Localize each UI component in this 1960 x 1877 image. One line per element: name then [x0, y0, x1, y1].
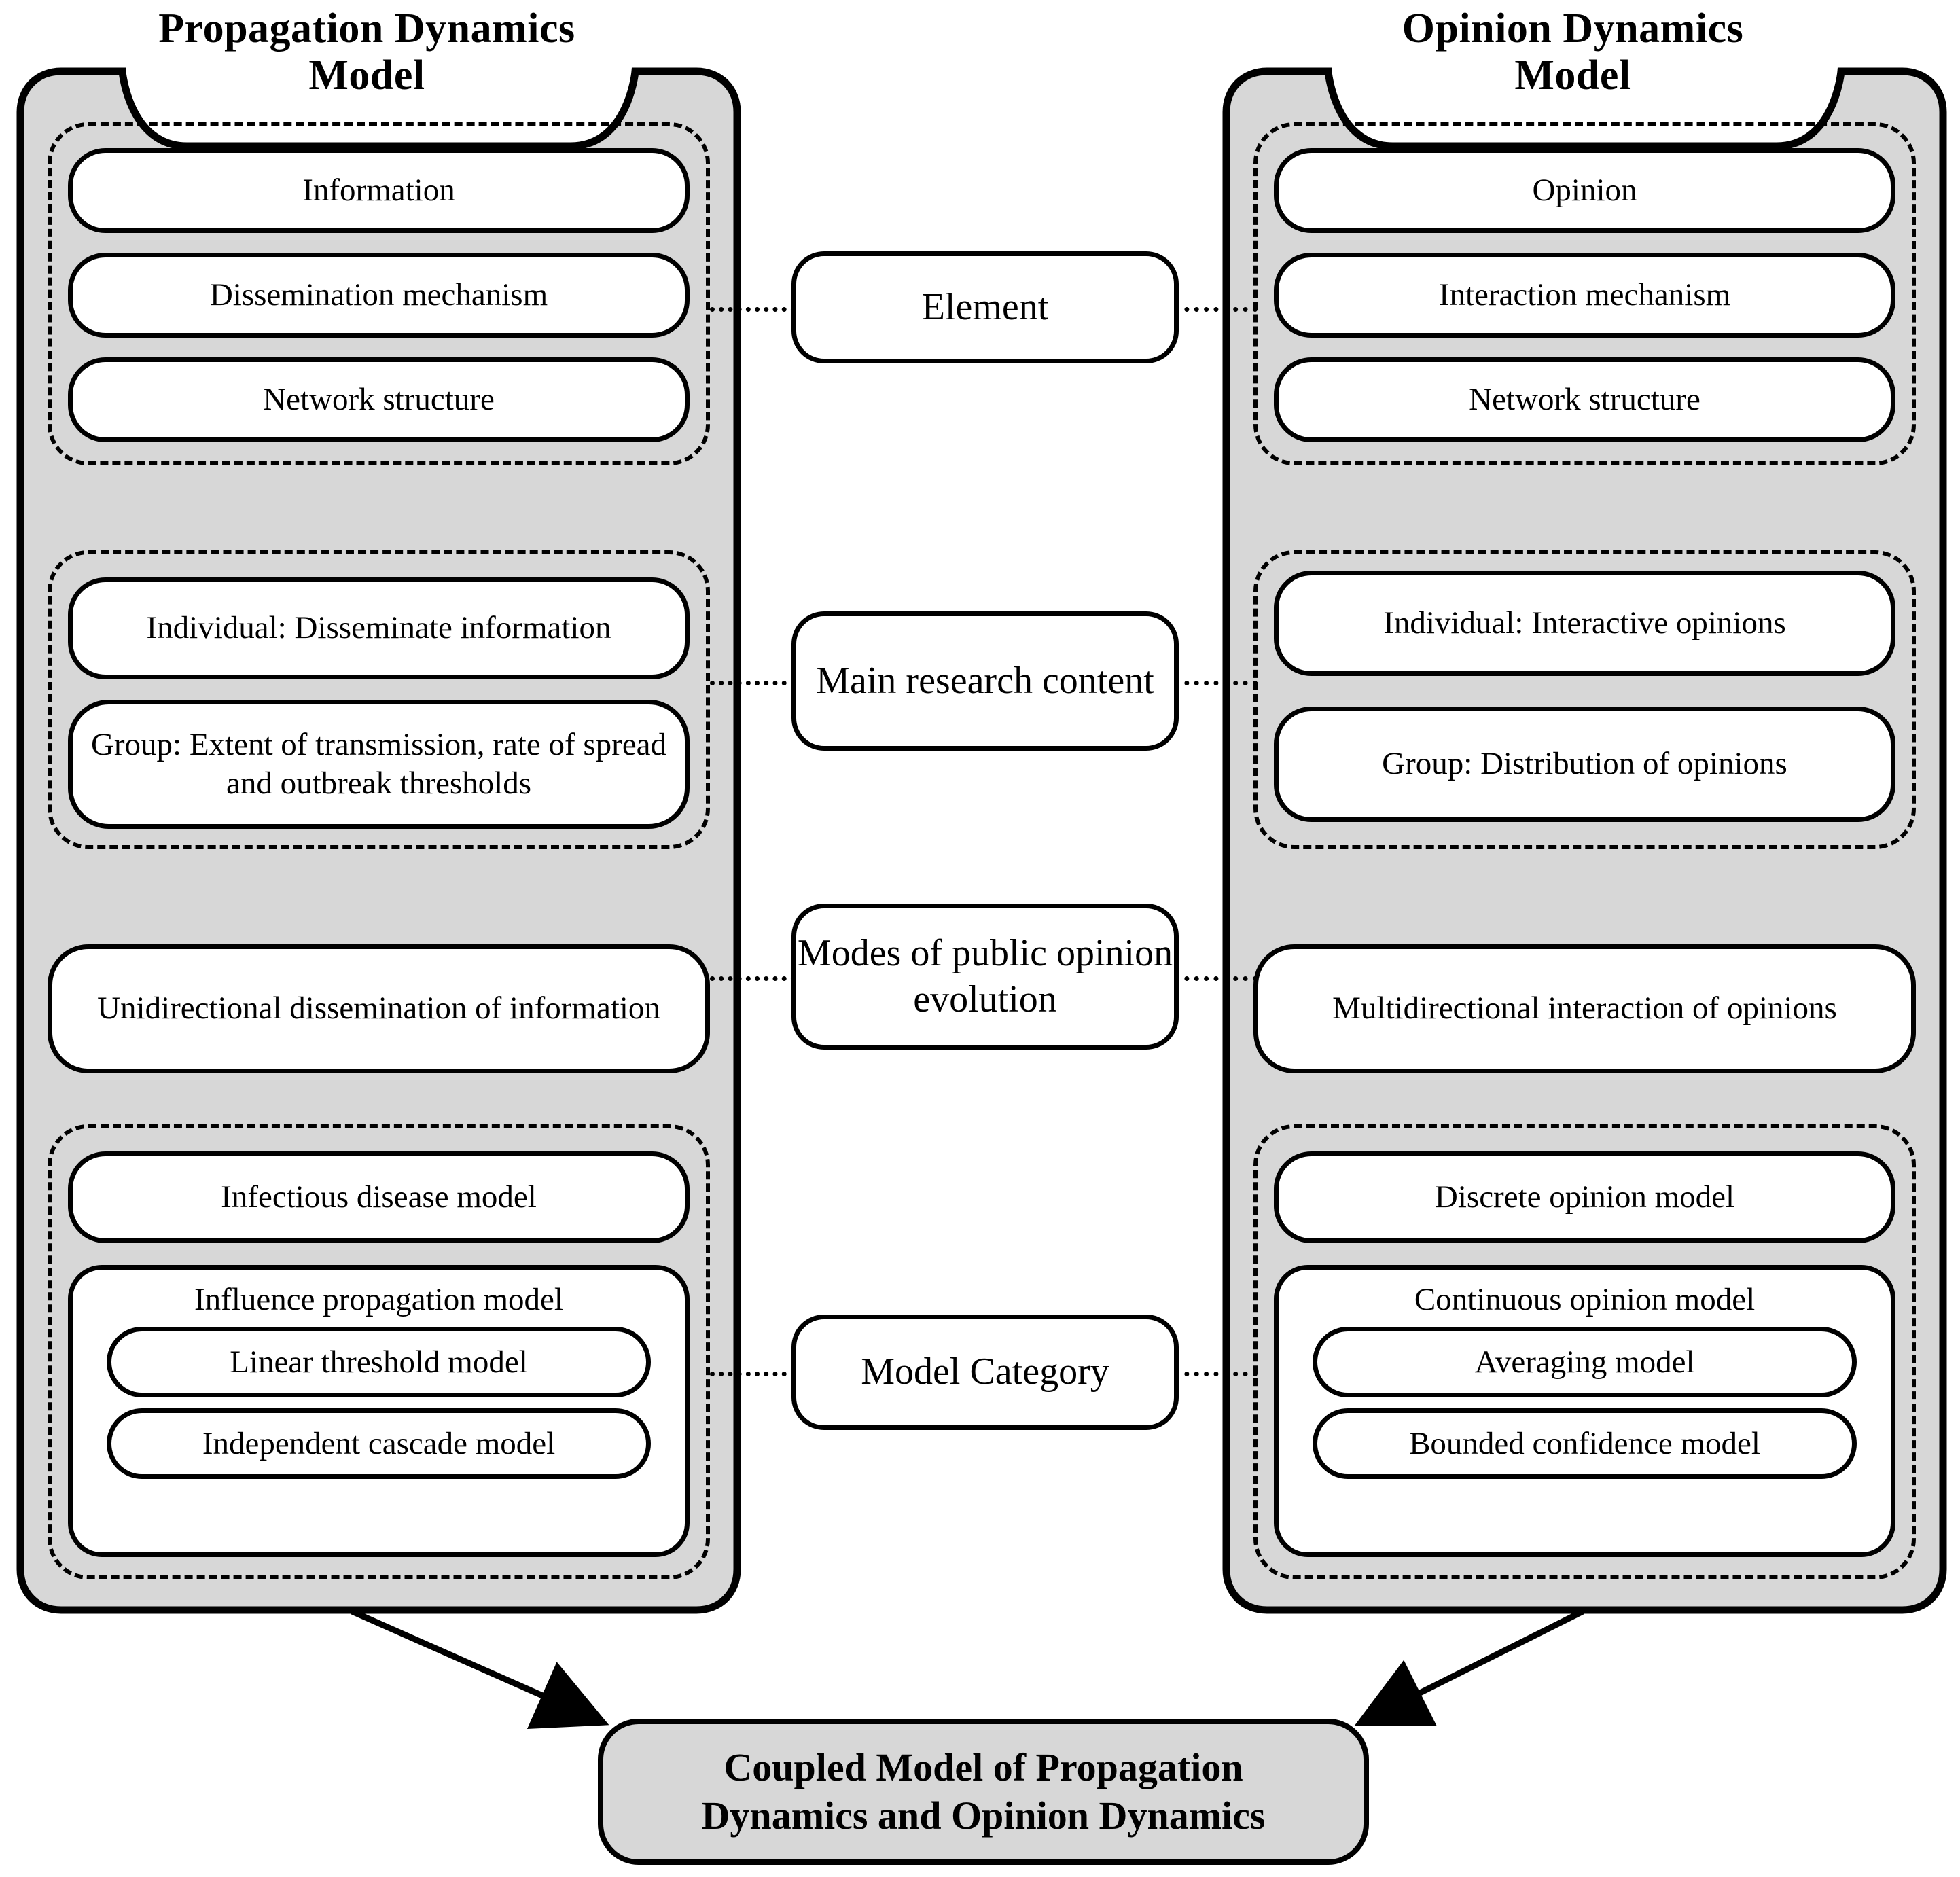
right-element-group	[1253, 122, 1916, 465]
left-item-influence-propagation-model[interactable]: Influence propagation model Linear thres…	[68, 1265, 690, 1557]
right-column-title-line1: Opinion Dynamics	[1402, 5, 1744, 52]
connector-left-research-content	[710, 681, 796, 685]
right-item-averaging-model[interactable]: Averaging model	[1313, 1327, 1857, 1398]
connector-right-research-content	[1175, 681, 1258, 685]
right-column-title: Opinion Dynamics Model	[1281, 5, 1865, 100]
coupled-model-line1: Coupled Model of Propagation	[724, 1745, 1243, 1789]
left-influence-propagation-label: Influence propagation model	[194, 1282, 563, 1317]
left-item-independent-cascade-model[interactable]: Independent cascade model	[107, 1408, 651, 1480]
right-item-interaction-mechanism[interactable]: Interaction mechanism	[1274, 253, 1895, 338]
left-column-title-line2: Model	[308, 52, 425, 99]
right-item-opinion[interactable]: Opinion	[1274, 148, 1895, 233]
arrow-right-to-coupled	[1354, 1608, 1585, 1726]
left-item-individual-disseminate[interactable]: Individual: Disseminate information	[68, 577, 690, 679]
right-model-category-group	[1253, 1124, 1916, 1579]
left-item-group-transmission[interactable]: Group: Extent of transmission, rate of s…	[68, 700, 690, 829]
connector-right-element	[1175, 307, 1258, 312]
center-label-element[interactable]: Element	[791, 251, 1179, 363]
connector-left-element	[710, 307, 796, 312]
left-model-category-group	[48, 1124, 710, 1579]
left-research-content-group	[48, 550, 710, 849]
center-label-model-category[interactable]: Model Category	[791, 1315, 1179, 1430]
right-item-bounded-confidence-model[interactable]: Bounded confidence model	[1313, 1408, 1857, 1480]
left-column-title-line1: Propagation Dynamics	[158, 5, 575, 52]
left-item-information[interactable]: Information	[68, 148, 690, 233]
right-item-multidirectional-interaction[interactable]: Multidirectional interaction of opinions	[1253, 944, 1916, 1073]
right-item-individual-interactive-opinions[interactable]: Individual: Interactive opinions	[1274, 571, 1895, 676]
left-item-unidirectional-dissemination[interactable]: Unidirectional dissemination of informat…	[48, 944, 710, 1073]
connector-left-evolution-mode	[710, 976, 796, 981]
left-column-title: Propagation Dynamics Model	[75, 5, 659, 100]
coupled-model-box[interactable]: Coupled Model of Propagation Dynamics an…	[598, 1719, 1369, 1865]
right-research-content-group	[1253, 550, 1916, 849]
right-item-network-structure[interactable]: Network structure	[1274, 357, 1895, 442]
center-label-main-research-content[interactable]: Main research content	[791, 611, 1179, 751]
right-item-group-distribution-opinions[interactable]: Group: Distribution of opinions	[1274, 707, 1895, 822]
coupled-model-line2: Dynamics and Opinion Dynamics	[701, 1793, 1266, 1838]
left-item-infectious-disease-model[interactable]: Infectious disease model	[68, 1151, 690, 1243]
connector-left-model-category	[710, 1372, 796, 1376]
connector-right-evolution-mode	[1175, 976, 1258, 981]
right-column-title-line2: Model	[1514, 52, 1631, 99]
arrow-left-to-coupled	[351, 1608, 609, 1730]
connector-right-model-category	[1175, 1372, 1258, 1376]
right-continuous-opinion-label: Continuous opinion model	[1414, 1282, 1756, 1317]
right-item-continuous-opinion-model[interactable]: Continuous opinion model Averaging model…	[1274, 1265, 1895, 1557]
right-item-discrete-opinion-model[interactable]: Discrete opinion model	[1274, 1151, 1895, 1243]
center-label-modes-opinion-evolution[interactable]: Modes of public opinion evolution	[791, 904, 1179, 1050]
left-item-dissemination-mechanism[interactable]: Dissemination mechanism	[68, 253, 690, 338]
left-element-group	[48, 122, 710, 465]
left-item-network-structure[interactable]: Network structure	[68, 357, 690, 442]
left-item-linear-threshold-model[interactable]: Linear threshold model	[107, 1327, 651, 1398]
